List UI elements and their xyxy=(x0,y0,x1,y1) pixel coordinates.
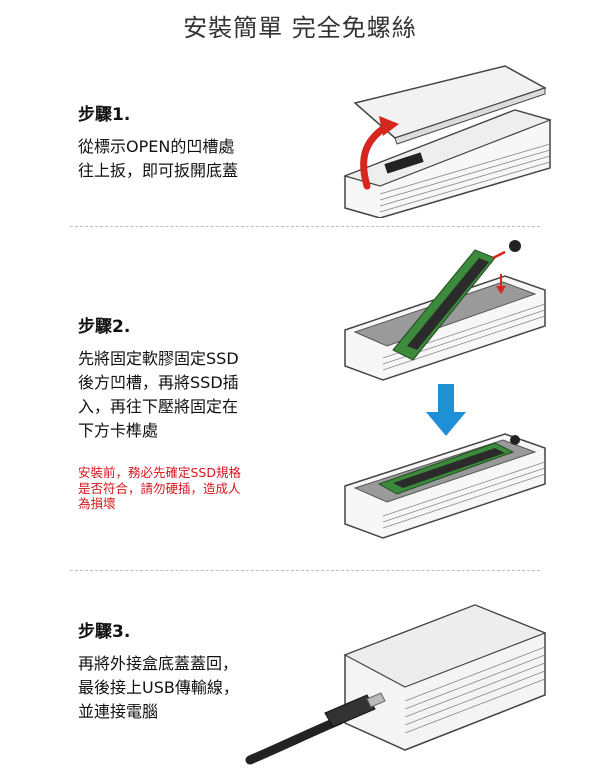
warning-line: 是否符合，請勿硬插，造成人 xyxy=(78,480,241,496)
page-title: 安裝簡單 完全免螺絲 xyxy=(183,14,417,42)
step-3-description: 再將外接盒底蓋蓋回， 最後接上USB傳輸線， 並連接電腦 xyxy=(78,652,239,724)
step-3-label: 步驟3. xyxy=(78,622,131,642)
divider xyxy=(70,570,540,571)
step-3-illustration xyxy=(245,604,547,765)
step-2-line: 入，再往下壓將固定在 xyxy=(78,397,239,416)
step-1-label: 步驟1. xyxy=(78,105,131,125)
step-1-line: 從標示OPEN的凹槽處 xyxy=(78,137,235,156)
usb-cable-icon xyxy=(245,715,345,765)
connector-icon xyxy=(384,152,424,174)
step-2-line: 下方卡榫處 xyxy=(78,421,159,440)
step-1-text: 步驟1. 從標示OPEN的凹槽處 往上扳，即可扳開底蓋 xyxy=(78,100,238,183)
step-1-illustration xyxy=(343,65,552,218)
warning-line: 為損壞 xyxy=(78,496,116,511)
step-2-label: 步驟2. xyxy=(78,317,131,337)
step-2-text: 步驟2. 先將固定軟膠固定SSD 後方凹槽，再將SSD插 入，再往下壓將固定在 … xyxy=(78,312,241,512)
step-3-text: 步驟3. 再將外接盒底蓋蓋回， 最後接上USB傳輸線， 並連接電腦 xyxy=(78,617,239,724)
step-1-description: 從標示OPEN的凹槽處 往上扳，即可扳開底蓋 xyxy=(78,135,238,183)
step-1-line: 往上扳，即可扳開底蓋 xyxy=(78,161,239,180)
step-2-line: 先將固定軟膠固定SSD xyxy=(78,349,239,368)
rubber-plug-icon xyxy=(509,240,521,252)
step-2-line: 後方凹槽，再將SSD插 xyxy=(78,373,239,392)
lift-arrow-icon xyxy=(360,122,391,190)
step-2-description: 先將固定軟膠固定SSD 後方凹槽，再將SSD插 入，再往下壓將固定在 下方卡榫處 xyxy=(78,347,241,443)
step-2-illustration xyxy=(344,240,546,539)
step-3-line: 再將外接盒底蓋蓋回， xyxy=(78,654,239,673)
warning-line: 安裝前，務必先確定SSD規格 xyxy=(78,465,241,480)
down-arrow-icon xyxy=(438,384,454,414)
step-3-line: 並連接電腦 xyxy=(78,702,159,721)
step-3-line: 最後接上USB傳輸線， xyxy=(78,678,239,697)
divider xyxy=(70,226,540,227)
step-2-warning: 安裝前，務必先確定SSD規格 是否符合，請勿硬插，造成人 為損壞 xyxy=(78,465,241,512)
